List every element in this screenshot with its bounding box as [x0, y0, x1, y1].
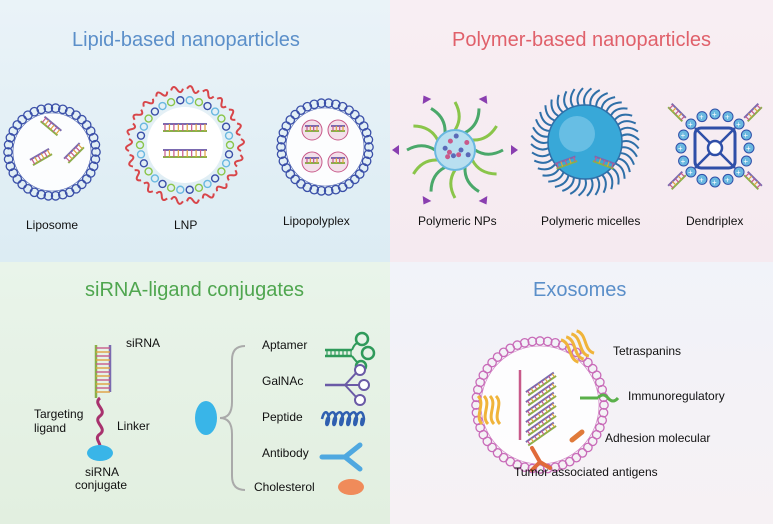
polymeric-np-illustration	[392, 95, 518, 205]
svg-text:+: +	[736, 168, 741, 177]
svg-text:+: +	[681, 157, 686, 166]
ligand-antibody-label: Antibody	[262, 446, 309, 460]
sirna-label: siRNA	[126, 336, 161, 350]
cholesterol-icon	[338, 479, 364, 495]
linker-label: Linker	[117, 419, 150, 433]
svg-text:+: +	[699, 113, 704, 122]
svg-text:+: +	[688, 168, 693, 177]
dendriplex-label: Dendriplex	[686, 214, 744, 228]
svg-text:+: +	[712, 110, 717, 119]
liposome-label: Liposome	[26, 218, 79, 232]
svg-text:+: +	[736, 120, 741, 129]
exosome-illustration	[471, 329, 620, 474]
svg-text:+: +	[746, 144, 751, 153]
lipid-section-title: Lipid-based nanoparticles	[72, 29, 300, 51]
liposome-illustration	[3, 103, 101, 201]
tumor-antigens-label: Tumor associated antigens	[514, 465, 658, 479]
svg-text:+: +	[681, 131, 686, 140]
sirna-duplex	[94, 345, 112, 398]
ligand-bracket	[219, 345, 246, 491]
lipopolyplex-label: Lipopolyplex	[283, 214, 350, 228]
svg-text:+: +	[712, 178, 717, 187]
ligand-cholesterol-label: Cholesterol	[254, 480, 315, 494]
linker-strand	[95, 396, 104, 447]
svg-text:+: +	[688, 120, 693, 129]
sirna-conjugate-illustration	[87, 345, 113, 461]
targeting-ligand-label-2: ligand	[34, 421, 67, 435]
svg-text:+: +	[699, 175, 704, 184]
targeting-ligand-shape	[87, 445, 113, 461]
lnp-illustration	[125, 85, 245, 205]
lipopolyplex-illustration	[276, 98, 374, 196]
antibody-icon	[319, 442, 363, 472]
ligand-placeholder-shape	[195, 401, 217, 435]
sirna-conjugate-label-2: conjugate	[75, 478, 128, 492]
polymer-section-title: Polymer-based nanoparticles	[452, 29, 712, 51]
ligand-aptamer-label: Aptamer	[262, 338, 308, 352]
aptamer-icon	[325, 331, 376, 373]
svg-text:+: +	[678, 144, 683, 153]
polymeric-np-label: Polymeric NPs	[418, 214, 497, 228]
lnp-label: LNP	[174, 218, 198, 232]
svg-text:+: +	[743, 157, 748, 166]
dendriplex-illustration: ++++++++++++++++	[667, 102, 763, 191]
sirna-conjugate-label-1: siRNA	[85, 465, 120, 479]
galnac-icon	[325, 364, 370, 406]
conjugate-panel-bg	[0, 262, 390, 524]
targeting-ligand-label-1: Targeting	[34, 407, 84, 421]
adhesion-molecular-label: Adhesion molecular	[605, 431, 711, 445]
conjugate-section-title: siRNA-ligand conjugates	[85, 279, 305, 301]
peptide-icon	[320, 411, 366, 427]
svg-text:+: +	[725, 175, 730, 184]
svg-text:+: +	[743, 131, 748, 140]
ligand-peptide-label: Peptide	[262, 410, 303, 424]
polymeric-micelle-label: Polymeric micelles	[541, 214, 641, 228]
svg-text:+: +	[725, 113, 730, 122]
polymeric-micelle-illustration	[530, 87, 640, 197]
immunoregulatory-label: Immunoregulatory	[628, 389, 725, 403]
exosome-section-title: Exosomes	[533, 279, 627, 301]
ligand-galnac-label: GalNAc	[262, 374, 304, 388]
tetraspanins-label: Tetraspanins	[613, 344, 682, 358]
